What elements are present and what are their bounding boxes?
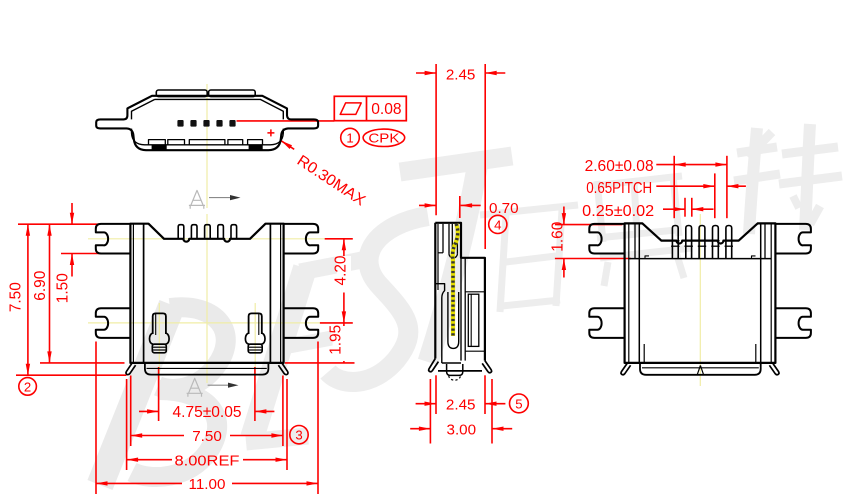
svg-text:6.90: 6.90	[32, 271, 49, 301]
svg-text:4.20: 4.20	[332, 256, 349, 286]
svg-text:11.00: 11.00	[189, 476, 226, 493]
svg-text:0.08: 0.08	[371, 101, 401, 118]
svg-text:2.45: 2.45	[446, 67, 476, 84]
svg-text:7.50: 7.50	[192, 428, 222, 445]
svg-text:8.00REF: 8.00REF	[175, 452, 240, 469]
svg-text:1: 1	[346, 131, 353, 146]
svg-text:3: 3	[295, 428, 302, 443]
svg-text:2.60±0.08: 2.60±0.08	[585, 158, 654, 175]
svg-text:3.00: 3.00	[447, 421, 477, 438]
svg-text:0.70: 0.70	[489, 200, 519, 217]
svg-text:4: 4	[494, 217, 501, 232]
svg-text:1.60: 1.60	[550, 222, 567, 252]
svg-text:0.65PITCH: 0.65PITCH	[586, 180, 652, 197]
svg-text:2.45: 2.45	[446, 396, 476, 413]
svg-text:0.25±0.02: 0.25±0.02	[582, 203, 654, 220]
svg-text:5: 5	[515, 396, 522, 411]
svg-text:1.95: 1.95	[327, 325, 344, 355]
svg-text:4.75±0.05: 4.75±0.05	[173, 404, 242, 421]
svg-text:2: 2	[24, 379, 31, 394]
svg-text:CPK: CPK	[368, 131, 400, 145]
svg-text:7.50: 7.50	[8, 282, 25, 312]
svg-text:1.50: 1.50	[54, 273, 71, 303]
